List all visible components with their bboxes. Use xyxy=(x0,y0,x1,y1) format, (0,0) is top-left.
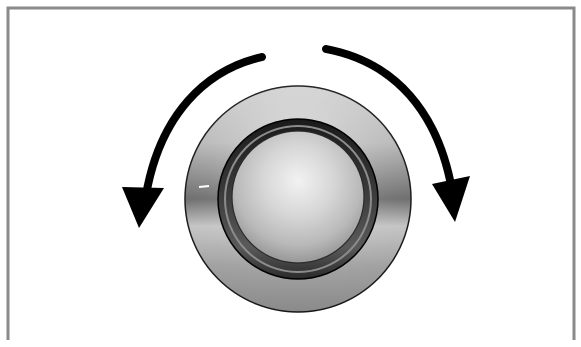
frame-border xyxy=(6,6,576,340)
rotate-clockwise-arrow-icon xyxy=(322,45,470,222)
knob-indicator-mark xyxy=(198,185,210,188)
rotary-knob-icon xyxy=(184,85,412,313)
rotate-counter-clockwise-arrow-icon xyxy=(122,53,266,228)
